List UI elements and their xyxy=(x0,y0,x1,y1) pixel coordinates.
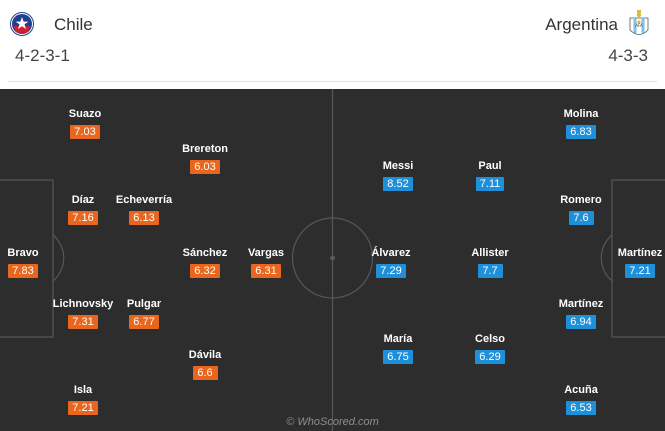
player-messi[interactable]: Messi 8.52 xyxy=(358,160,438,192)
player-name: Martínez xyxy=(617,247,663,259)
player-rating: 6.77 xyxy=(129,315,159,329)
player-name: Isla xyxy=(73,384,93,396)
player-davila[interactable]: Dávila 6.6 xyxy=(165,349,245,381)
player-name: Vargas xyxy=(247,247,285,259)
player-rating: 7.83 xyxy=(8,264,38,278)
player-allister[interactable]: Allister 7.7 xyxy=(450,247,530,279)
player-rating: 6.32 xyxy=(190,264,220,278)
player-martinez-gk[interactable]: Martínez 7.21 xyxy=(600,247,665,279)
player-isla[interactable]: Isla 7.21 xyxy=(43,384,123,416)
home-formation: 4-2-3-1 xyxy=(15,46,70,65)
player-rating: 6.13 xyxy=(129,211,159,225)
player-diaz[interactable]: Díaz 7.16 xyxy=(43,194,123,226)
pitch: Suazo 7.03 Brereton 6.03 Díaz 7.16 Echev… xyxy=(0,89,665,431)
player-rating: 6.31 xyxy=(251,264,281,278)
player-name: Pulgar xyxy=(126,298,162,310)
player-name: Echeverría xyxy=(115,194,173,206)
header-divider xyxy=(8,81,657,82)
player-maria[interactable]: María 6.75 xyxy=(358,333,438,365)
player-name: María xyxy=(383,333,413,345)
player-rating: 7.21 xyxy=(68,401,98,415)
player-rating: 7.31 xyxy=(68,315,98,329)
player-name: Álvarez xyxy=(371,247,411,259)
player-acuna[interactable]: Acuña 6.53 xyxy=(541,384,621,416)
player-name: Sánchez xyxy=(182,247,228,259)
player-sanchez[interactable]: Sánchez 6.32 xyxy=(165,247,245,279)
player-name: Messi xyxy=(382,160,414,172)
player-rating: 7.03 xyxy=(70,125,100,139)
player-rating: 7.16 xyxy=(68,211,98,225)
player-alvarez[interactable]: Álvarez 7.29 xyxy=(351,247,431,279)
player-name: Suazo xyxy=(68,108,102,120)
player-rating: 7.29 xyxy=(376,264,406,278)
player-name: Romero xyxy=(560,194,602,206)
player-celso[interactable]: Celso 6.29 xyxy=(450,333,530,365)
player-molina[interactable]: Molina 6.83 xyxy=(541,108,621,140)
player-rating: 7.11 xyxy=(475,177,505,191)
away-team-name[interactable]: Argentina xyxy=(545,15,618,34)
player-rating: 7.7 xyxy=(477,264,503,278)
player-name: Paul xyxy=(478,160,502,172)
player-name: Acuña xyxy=(564,384,598,396)
player-rating: 6.53 xyxy=(566,401,596,415)
pitch-markings xyxy=(0,89,665,431)
chile-crest-icon xyxy=(10,12,34,36)
player-pulgar[interactable]: Pulgar 6.77 xyxy=(104,298,184,330)
player-name: Molina xyxy=(563,108,599,120)
player-rating: 6.6 xyxy=(192,366,218,380)
player-rating: 6.75 xyxy=(383,350,413,364)
player-rating: 6.03 xyxy=(190,160,220,174)
player-name: Lichnovsky xyxy=(52,298,114,310)
player-lichnovsky[interactable]: Lichnovsky 7.31 xyxy=(43,298,123,330)
player-rating: 7.6 xyxy=(568,211,594,225)
svg-text:AFA: AFA xyxy=(635,23,643,28)
player-vargas[interactable]: Vargas 6.31 xyxy=(226,247,306,279)
player-name: Allister xyxy=(471,247,509,259)
player-paul[interactable]: Paul 7.11 xyxy=(450,160,530,192)
player-name: Díaz xyxy=(71,194,95,206)
player-suazo[interactable]: Suazo 7.03 xyxy=(45,108,125,140)
player-name: Martínez xyxy=(558,298,604,310)
player-martinez[interactable]: Martínez 6.94 xyxy=(541,298,621,330)
player-name: Dávila xyxy=(188,349,222,361)
player-bravo[interactable]: Bravo 7.83 xyxy=(0,247,63,279)
away-formation: 4-3-3 xyxy=(608,46,648,65)
player-echeverria[interactable]: Echeverría 6.13 xyxy=(104,194,184,226)
player-name: Bravo xyxy=(7,247,39,259)
player-rating: 7.21 xyxy=(625,264,655,278)
player-rating: 6.83 xyxy=(566,125,596,139)
player-name: Brereton xyxy=(182,143,228,155)
argentina-crest-icon: AFA xyxy=(629,10,649,35)
watermark: © WhoScored.com xyxy=(286,416,379,428)
player-rating: 6.29 xyxy=(475,350,505,364)
player-romero[interactable]: Romero 7.6 xyxy=(541,194,621,226)
player-name: Celso xyxy=(475,333,505,345)
player-brereton[interactable]: Brereton 6.03 xyxy=(165,143,245,175)
match-header: Chile 4-2-3-1 Argentina AFA 4-3-3 xyxy=(0,0,665,88)
home-team-name[interactable]: Chile xyxy=(54,15,93,34)
player-rating: 8.52 xyxy=(383,177,413,191)
player-rating: 6.94 xyxy=(566,315,596,329)
